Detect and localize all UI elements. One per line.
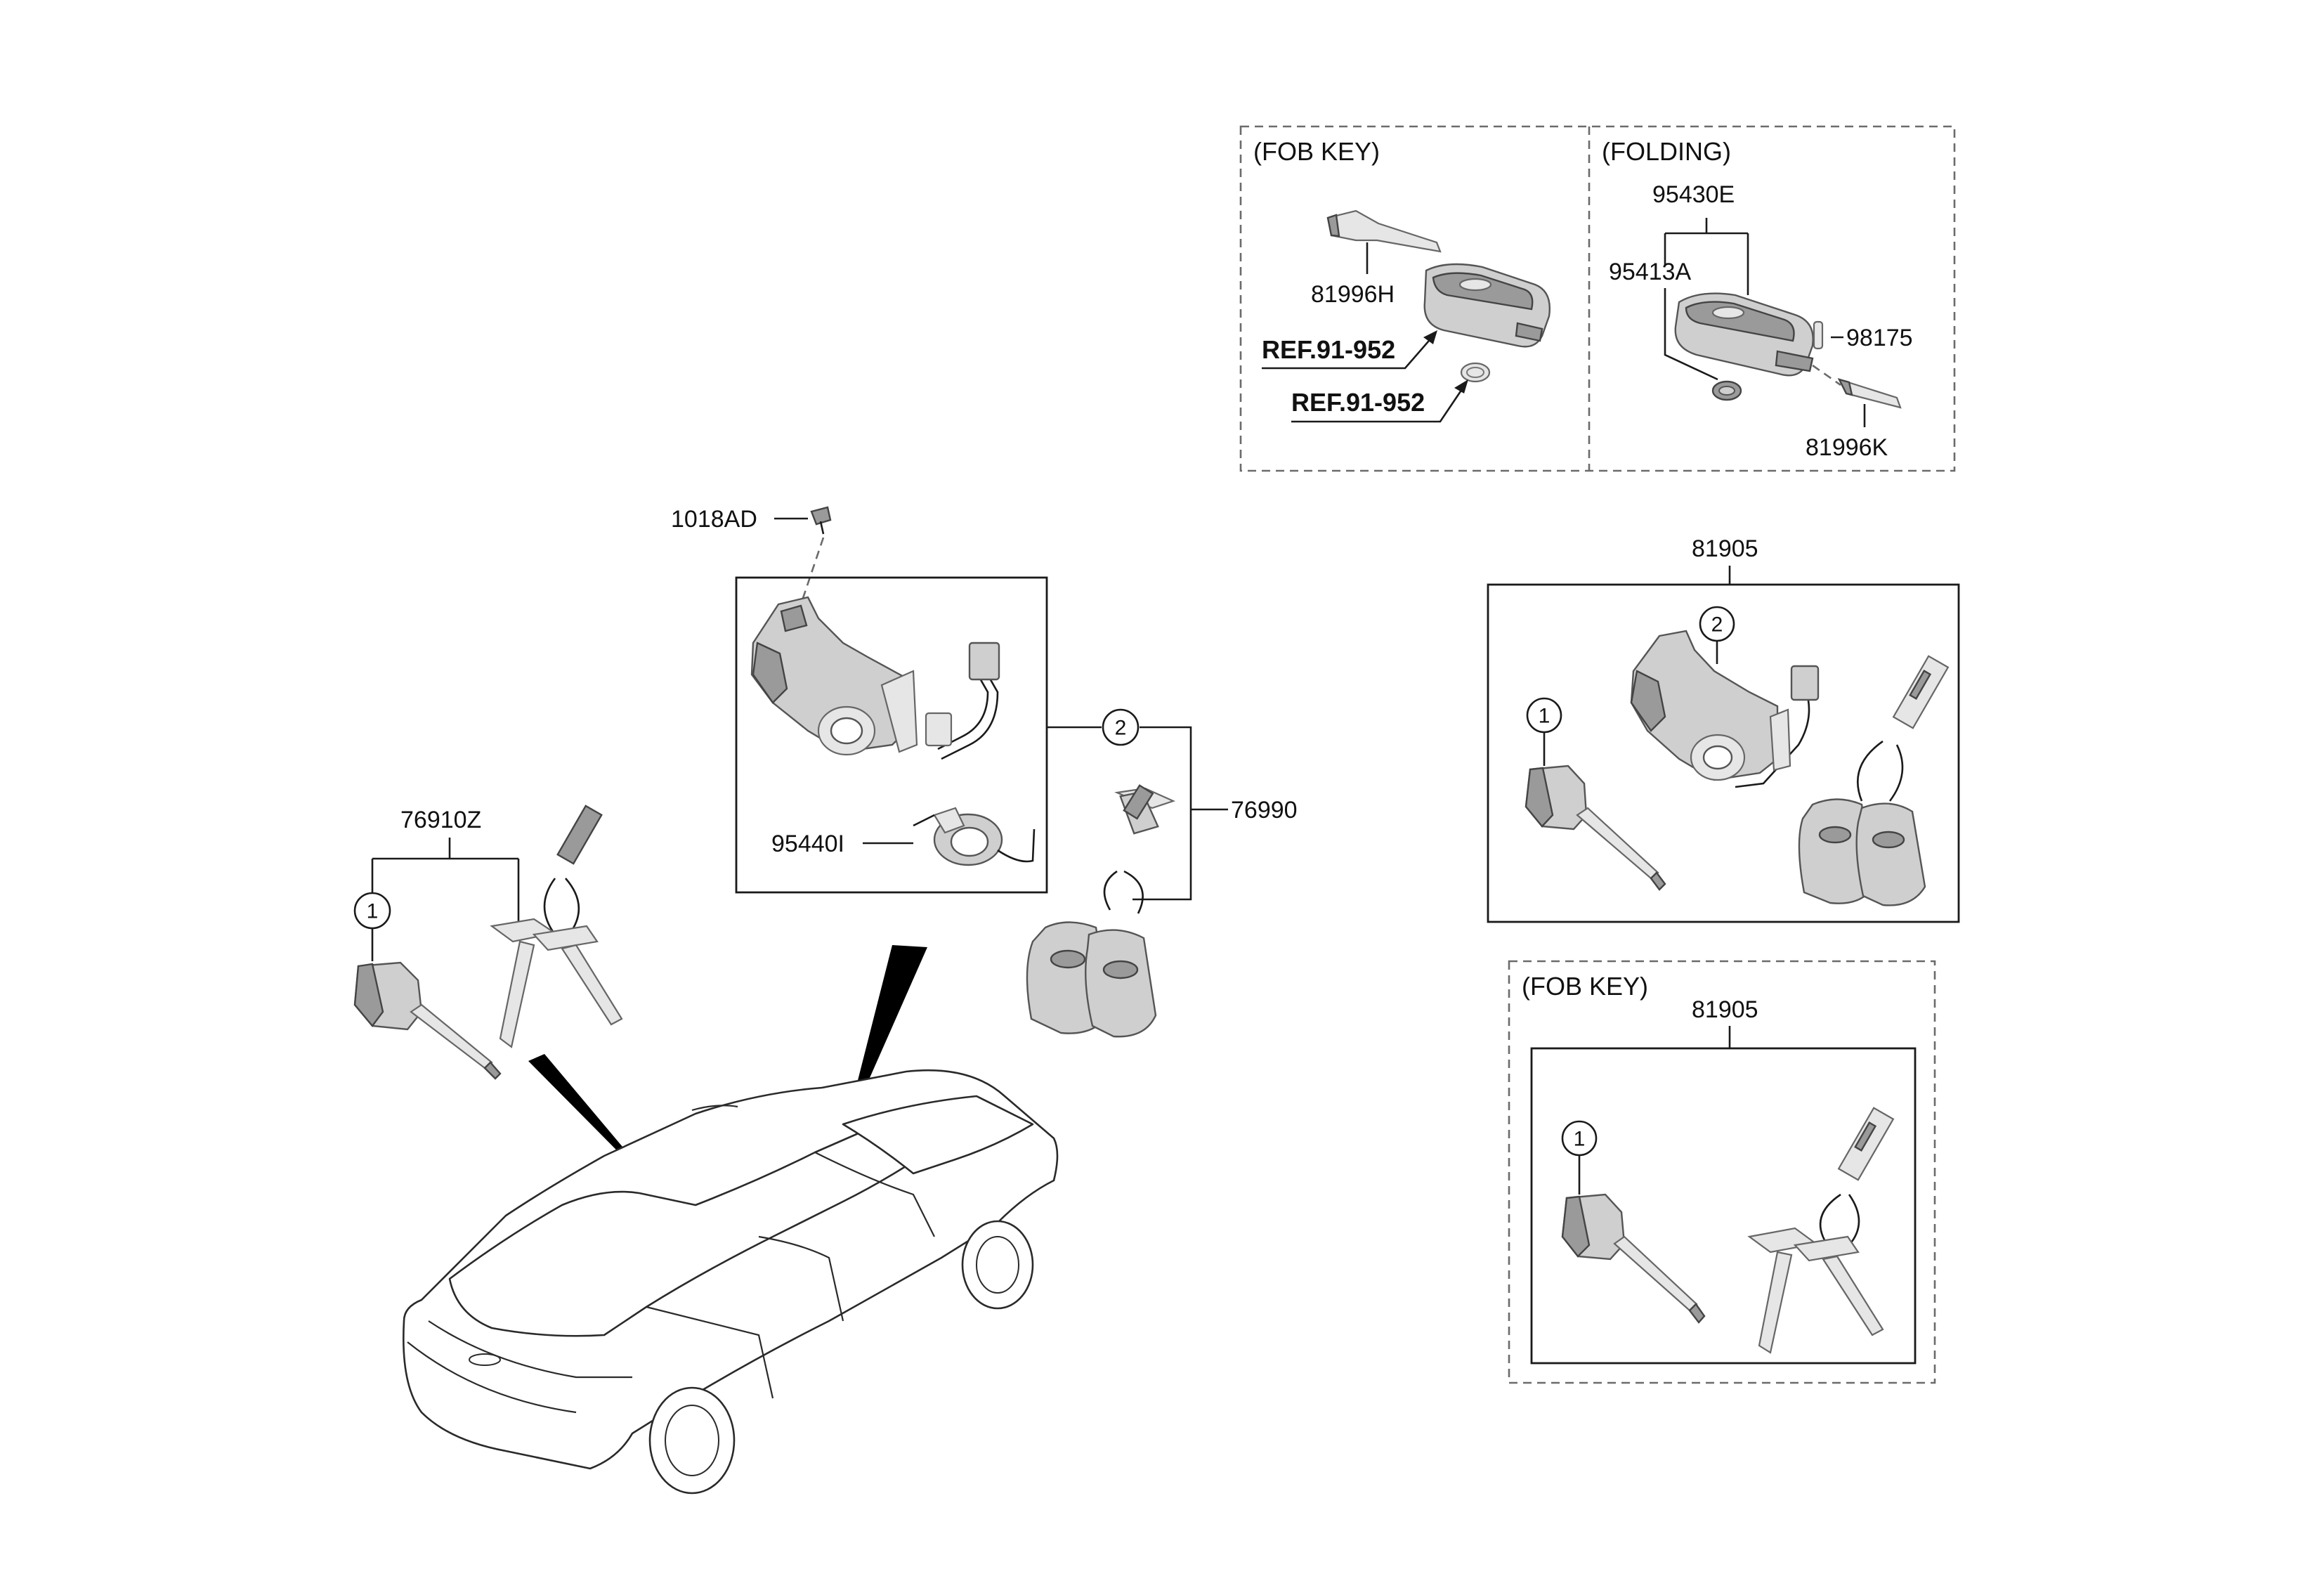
ref-arrowhead-2 [1454,379,1468,393]
bracket-95430E [1664,218,1749,295]
ref-leader-2 [1291,384,1466,423]
car-a-pillar [814,1152,935,1237]
car-mirror-line [691,1105,738,1112]
remote-keys-81905 [1798,655,1950,906]
label-95440I: 95440I [771,831,844,857]
car-front-rim [976,1236,1019,1294]
label-81996H: 81996H [1311,281,1395,308]
folding-key-blade-81996K [1837,378,1902,409]
ref-arrowhead-1 [1423,330,1437,344]
car-door-line [646,1306,774,1399]
door-cylinder-81905 [1525,764,1666,891]
callout-circle-1-left [353,892,391,930]
bracket-76910Z [371,838,520,961]
fob-folding-panel: (FOB KEY) (FOLDING) 81996H REF.91-952 RE… [1239,125,1956,472]
remote-keys-76990 [1026,784,1176,1038]
car-tail-line [428,1320,632,1379]
callout-2-mid: 2 [1115,717,1127,740]
car-hood [842,1095,1034,1175]
ignition-box [735,576,1048,894]
coin-battery-fob [1460,362,1491,383]
vehicle-illustration [403,945,1059,1495]
bracket-76990 [1047,726,1192,901]
folding-key-fob [1674,292,1814,377]
dashed-assembly-line [1812,364,1841,386]
bolt-1018AD [810,506,832,535]
label-81905-bottom: 81905 [1692,996,1758,1023]
panel-border-top [1239,125,1956,472]
ignition-cylinder-81905 [1630,630,1820,788]
car-rear-wheel [648,1386,736,1495]
door-cylinder-fob-set [1561,1193,1706,1324]
callout-circle-2-mid [1102,708,1140,746]
door-lock-cylinder-left [353,961,502,1080]
callout-1-right: 1 [1539,705,1551,728]
smart-key-fob [1423,263,1551,348]
emergency-key-blade-81996H [1326,209,1442,253]
dashed-bolt-line [799,537,825,605]
callout-1-left: 1 [367,900,379,923]
label-1018AD: 1018AD [671,506,757,533]
label-95430E: 95430E [1652,181,1735,208]
fob-key-caption-top: (FOB KEY) [1253,137,1380,166]
label-98175: 98175 [1846,325,1913,351]
callout-2-right: 2 [1711,613,1723,637]
callout-1-bottom: 1 [1574,1128,1586,1151]
immobilizer-antenna-95440I [913,807,1036,866]
pin-98175 [1813,320,1824,350]
car-window-line [758,1235,844,1322]
fob-key-caption-bottom: (FOB KEY) [1522,972,1648,1001]
mechanical-keys-fob-set [1747,1107,1895,1354]
coin-battery-folding [1711,380,1742,401]
folding-caption: (FOLDING) [1602,137,1731,166]
ignition-lock-group: 1018AD 95440I [671,506,1298,1038]
key-set-81905-top: 81905 2 1 [1487,535,1960,923]
label-81996K: 81996K [1806,434,1888,461]
box-81905-bottom [1530,1047,1917,1365]
ref-leader-1 [1262,335,1434,370]
ref-label-2: REF.91-952 [1291,388,1425,417]
car-front-wheel [961,1220,1034,1310]
ref-label-1: REF.91-952 [1262,335,1395,364]
door-lock-group-76910Z: 76910Z 1 [353,805,623,1080]
box-81905-top [1487,583,1960,923]
panel-border-bottom [1508,960,1936,1384]
car-emblem [469,1353,501,1366]
label-95413A: 95413A [1609,259,1692,285]
ignition-lock-cylinder-assembly [750,596,918,756]
mechanical-keys-left [490,805,623,1048]
key-set-81905-bottom: (FOB KEY) 81905 1 [1508,960,1936,1384]
leader-95413A [1664,288,1718,381]
ignition-wire-harness [925,642,1000,760]
label-76990: 76990 [1231,797,1298,824]
label-81905-top: 81905 [1692,535,1758,562]
car-bumper-line [407,1341,577,1414]
label-76910Z: 76910Z [400,807,481,833]
car-rear-rim [665,1405,719,1476]
